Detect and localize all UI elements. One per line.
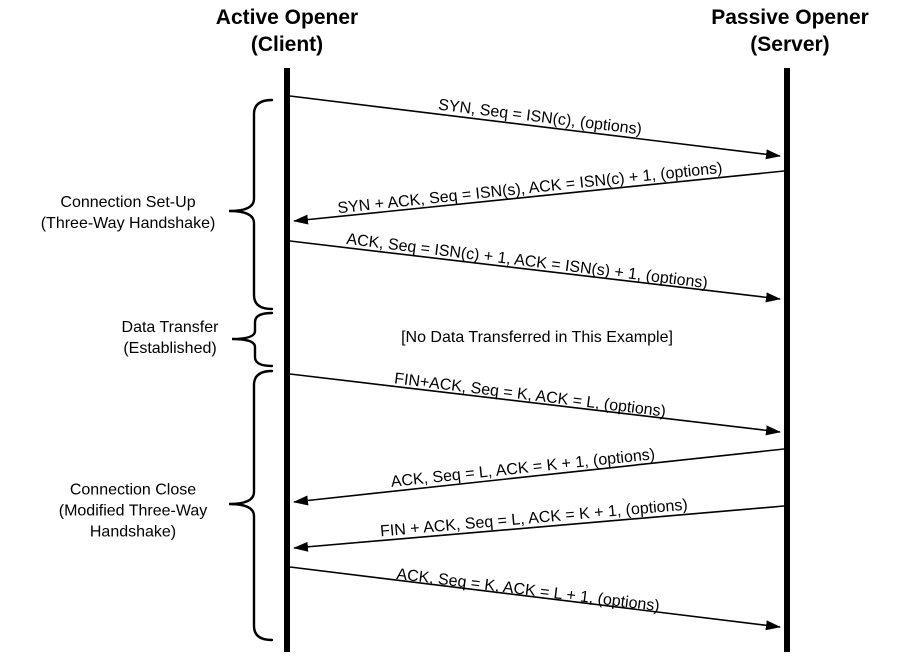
no-data-note: [No Data Transferred in This Example] (401, 329, 673, 346)
phase-label-close: Connection Close (Modified Three-Way Han… (59, 480, 208, 543)
message-arrow-ack (289, 240, 781, 303)
phase-brace-close (228, 369, 274, 642)
client-title: Active Opener (Client) (216, 4, 358, 58)
phase-label-data-transfer-line1: Data Transfer (121, 319, 219, 336)
phase-label-data-transfer-line2: (Established) (123, 340, 217, 357)
phase-label-setup: Connection Set-Up (Three-Way Handshake) (41, 192, 216, 234)
client-title-line2: (Client) (250, 33, 324, 56)
server-title: Passive Opener (Server) (711, 4, 869, 58)
phase-label-setup-line2: (Three-Way Handshake) (40, 215, 216, 232)
phase-label-data-transfer: Data Transfer (Established) (122, 317, 219, 359)
phase-brace-data-transfer (231, 311, 274, 368)
message-arrow-syn-ack (293, 170, 785, 225)
phase-label-close-line1: Connection Close (69, 481, 197, 499)
message-arrow-syn (289, 95, 781, 160)
phase-label-close-line2: (Modified Three-Way (58, 502, 208, 520)
server-title-line1: Passive Opener (711, 6, 869, 29)
phase-brace-setup (228, 98, 274, 311)
phase-label-setup-line1: Connection Set-Up (60, 194, 196, 211)
message-arrow-ack-2 (293, 448, 785, 506)
client-title-line1: Active Opener (215, 6, 359, 29)
message-arrow-fin-ack-2 (293, 505, 785, 552)
phase-label-close-line3: Handshake) (89, 523, 177, 541)
message-arrow-ack-3 (289, 566, 781, 631)
server-title-line2: (Server) (750, 33, 830, 56)
message-arrow-fin-ack-1 (289, 373, 781, 436)
